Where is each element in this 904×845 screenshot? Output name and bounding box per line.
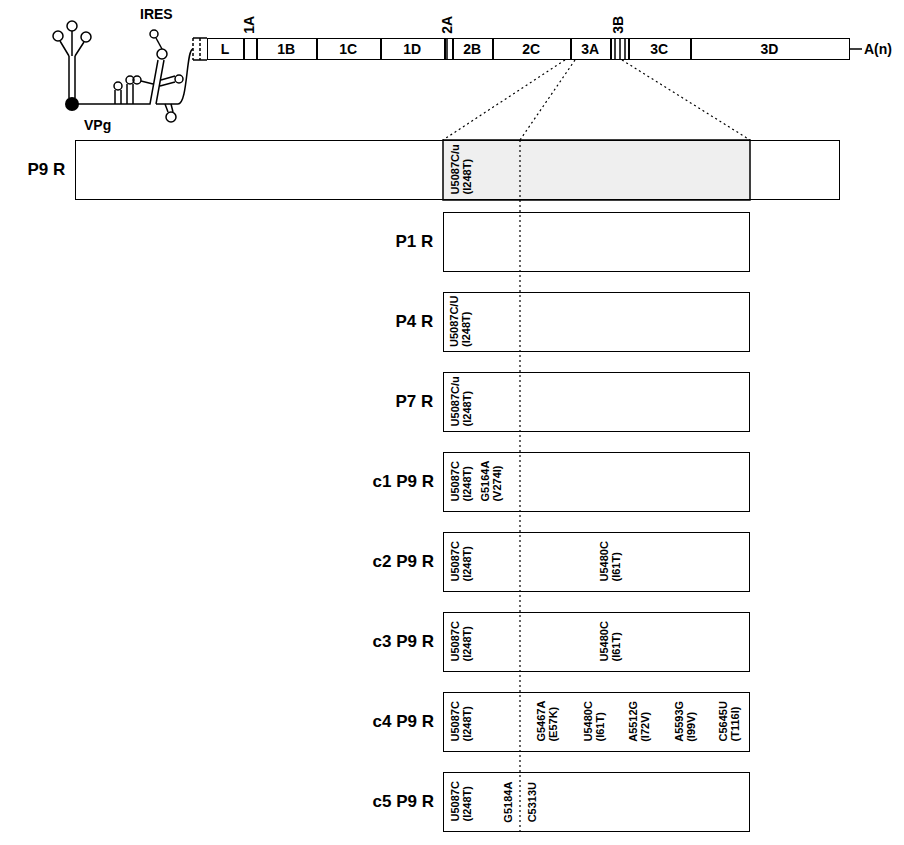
structure-label: IRES bbox=[140, 6, 173, 22]
stem bbox=[160, 76, 175, 86]
loop bbox=[175, 75, 183, 83]
stem bbox=[69, 56, 75, 98]
row-label: P9 R bbox=[28, 160, 66, 180]
mutation-label: A5512G (I72V) bbox=[627, 701, 652, 742]
genome-leader bbox=[193, 38, 862, 60]
row-label: P4 R bbox=[396, 312, 434, 332]
sequence-bar: P9 RU5087C/u (I248T) bbox=[75, 140, 840, 200]
mutation-label: U5087C (I248T) bbox=[448, 701, 473, 741]
mutation-label: U5087C (I248T) bbox=[448, 621, 473, 661]
genome-edge bbox=[193, 38, 207, 60]
stem bbox=[141, 81, 153, 84]
segment-label: 3B bbox=[611, 15, 627, 33]
mutation-box: c5 P9 RU5087C (I248T)G5184AC5313U bbox=[443, 772, 750, 832]
mutation-label: U5480C (I61T) bbox=[597, 621, 622, 661]
segment-label: 1C bbox=[339, 41, 357, 57]
genome-segment: 3A bbox=[570, 38, 612, 60]
structure-label: VPg bbox=[84, 117, 111, 133]
segment-label: 3C bbox=[650, 41, 668, 57]
zoom-guide bbox=[443, 60, 565, 140]
genome-segment: 2C bbox=[492, 38, 572, 60]
loop bbox=[53, 31, 63, 41]
stem bbox=[165, 104, 173, 112]
mutation-label: U5087C/u (I248T) bbox=[448, 376, 473, 426]
segment-label: 2A bbox=[440, 15, 456, 33]
row-label: P7 R bbox=[396, 392, 434, 412]
mutation-label: G5184A bbox=[502, 781, 514, 822]
segment-label: 3D bbox=[761, 41, 779, 57]
mutation-label: C5645U (T116I) bbox=[716, 701, 741, 741]
row-label: c1 P9 R bbox=[373, 472, 434, 492]
zoom-shading bbox=[443, 140, 750, 200]
utr-line bbox=[72, 103, 146, 105]
segment-label: 2C bbox=[522, 41, 540, 57]
mutation-box: c2 P9 RU5087C (I248T)U5480C (I61T) bbox=[443, 532, 750, 592]
mutation-label: C5313U bbox=[526, 781, 538, 821]
row-label: c2 P9 R bbox=[373, 552, 434, 572]
stem bbox=[146, 60, 164, 104]
mutation-box: P1 R bbox=[443, 212, 750, 272]
segment-label: 1B bbox=[277, 41, 295, 57]
mutation-label: U5480C (I61T) bbox=[597, 541, 622, 581]
mutation-label: A5593G (I99V) bbox=[673, 701, 698, 742]
genome-segment: L bbox=[207, 38, 245, 60]
genome-segment: 2B bbox=[452, 38, 494, 60]
genome-segment: 3B bbox=[610, 38, 630, 60]
mutation-label: U5087C/u (I248T) bbox=[448, 144, 473, 194]
mutation-label: U5087C (I248T) bbox=[448, 781, 473, 821]
structure-label: A(n) bbox=[864, 41, 892, 57]
row-label: c5 P9 R bbox=[373, 792, 434, 812]
mutation-box: c4 P9 RU5087C (I248T)G5467A (E57K)U5480C… bbox=[443, 692, 750, 752]
segment-label: 1D bbox=[403, 41, 421, 57]
loop bbox=[67, 21, 77, 31]
stem bbox=[127, 84, 133, 104]
dotted-divider bbox=[519, 140, 520, 832]
mutation-box: P4 RU5087C/U (I248T) bbox=[443, 292, 750, 352]
mutation-label: G5164A (V274I) bbox=[479, 461, 504, 502]
stem bbox=[115, 90, 121, 104]
mutation-box: c3 P9 RU5087C (I248T)U5480C (I61T) bbox=[443, 612, 750, 672]
3b-copies bbox=[615, 38, 625, 60]
segment-label: 2B bbox=[463, 41, 481, 57]
genome-segment: 3C bbox=[628, 38, 692, 60]
genome-segment: 1B bbox=[256, 38, 318, 60]
segment-label: L bbox=[221, 41, 230, 57]
vpg-dot bbox=[65, 97, 79, 111]
2a-line bbox=[446, 38, 448, 60]
genome-edge bbox=[193, 38, 200, 60]
polya-tail bbox=[850, 48, 862, 50]
mutation-label: U5087C/U (I248T) bbox=[448, 296, 473, 347]
genome-segment: 3D bbox=[690, 38, 850, 60]
segment-label: 1A bbox=[242, 15, 258, 33]
genome-segment: 1C bbox=[316, 38, 382, 60]
mutation-label: U5087C (I248T) bbox=[448, 541, 473, 581]
loop bbox=[157, 49, 167, 59]
row-label: c3 P9 R bbox=[373, 632, 434, 652]
stem bbox=[156, 38, 162, 49]
mutation-label: U5480C (I61T) bbox=[581, 701, 606, 741]
row-label: c4 P9 R bbox=[373, 712, 434, 732]
genome-segment: 1D bbox=[380, 38, 446, 60]
zoom-guide bbox=[622, 60, 750, 140]
mutation-box: c1 P9 RU5087C (I248T)G5164A (V274I) bbox=[443, 452, 750, 512]
row-label: P1 R bbox=[396, 232, 434, 252]
loop bbox=[133, 76, 141, 84]
loop bbox=[81, 32, 91, 42]
mutation-label: U5087C (I248T) bbox=[448, 461, 473, 501]
mutation-label: G5467A (E57K) bbox=[535, 701, 560, 742]
ires-structure bbox=[53, 21, 193, 122]
loop bbox=[150, 30, 158, 38]
zoom-guide bbox=[520, 60, 575, 140]
segment-label: 3A bbox=[581, 41, 599, 57]
loop bbox=[166, 112, 176, 122]
mutation-box: P7 RU5087C/u (I248T) bbox=[443, 372, 750, 432]
utr-line bbox=[156, 49, 193, 104]
loop bbox=[114, 82, 122, 90]
